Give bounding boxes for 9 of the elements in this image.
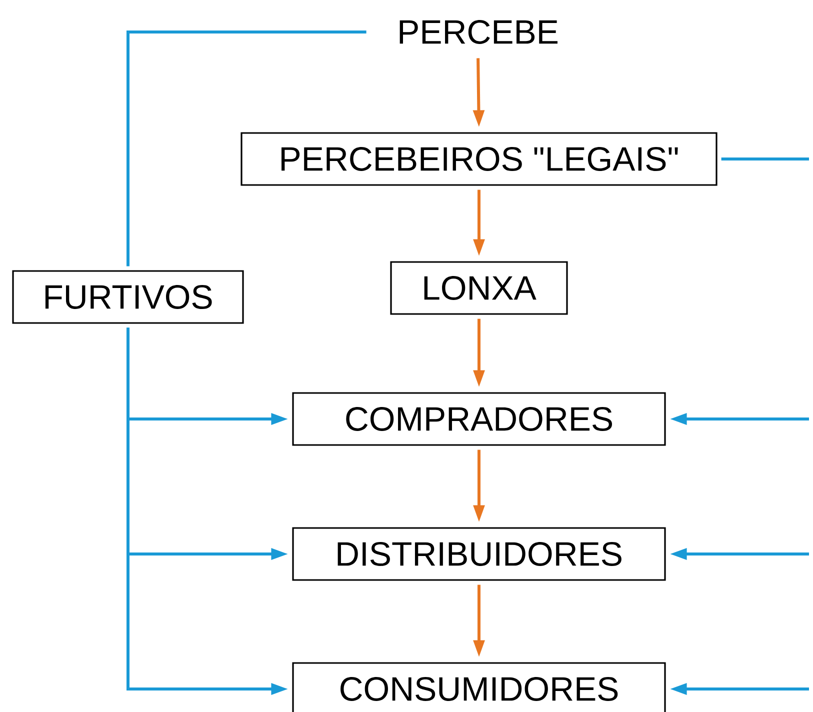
process-box: CONSUMIDORES — [292, 662, 666, 712]
connector-line — [126, 30, 366, 266]
process-box: PERCEBEIROS "LEGAIS" — [240, 132, 718, 186]
process-box: FURTIVOS — [12, 270, 244, 324]
process-box: LONXA — [390, 261, 568, 315]
connector-line — [721, 158, 809, 160]
process-box: COMPRADORES — [292, 392, 666, 446]
node-text: PERCEBE — [400, 20, 558, 44]
process-box: DISTRIBUIDORES — [292, 527, 666, 581]
